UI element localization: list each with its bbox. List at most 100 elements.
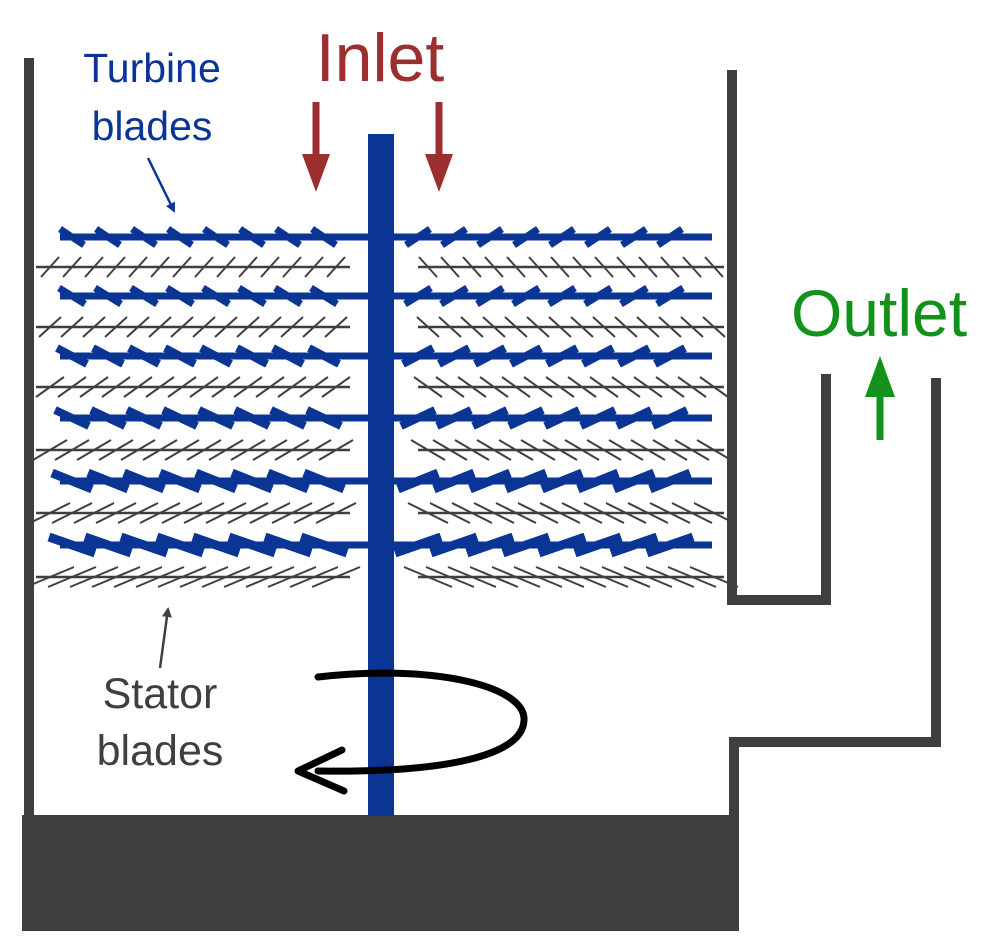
turbine-blade: [501, 532, 551, 558]
turbine-blade: [437, 344, 471, 368]
stator-blade: [696, 439, 732, 461]
stator-blade: [302, 316, 326, 338]
stator-blade: [616, 256, 636, 278]
stator-label-line2: blades: [97, 727, 224, 775]
stator-blade: [179, 566, 229, 588]
stator-blade: [35, 376, 65, 398]
turbine-blade: [620, 226, 648, 248]
turbine-blade: [307, 344, 341, 368]
turbine-blade: [648, 468, 692, 494]
stator-blade: [267, 566, 317, 588]
stator-blade: [592, 316, 616, 338]
turbine-blade: [504, 468, 548, 494]
turbine-blade: [512, 226, 540, 248]
stator-blade: [528, 256, 548, 278]
stator-blade: [145, 376, 175, 398]
stator-blade: [296, 439, 332, 461]
stator-blade: [658, 316, 682, 338]
stator-blade: [583, 502, 625, 524]
turbine-blade: [47, 532, 97, 558]
stator-blade: [123, 376, 153, 398]
turbine-blade: [473, 344, 507, 368]
stator-blade: [655, 376, 685, 398]
housing-base: [22, 815, 739, 931]
stator-blade: [311, 566, 361, 588]
stator-blade: [73, 502, 115, 524]
turbine-blade: [155, 532, 205, 558]
stator-blade: [567, 376, 597, 398]
stator-blade: [623, 566, 673, 588]
stator-blade: [227, 502, 269, 524]
turbine-blade: [227, 532, 277, 558]
turbine-label-pointer: [146, 157, 176, 213]
stator-blade: [84, 256, 104, 278]
turbine-blade: [617, 344, 651, 368]
turbine-blade: [83, 532, 133, 558]
turbine-blade: [266, 468, 310, 494]
turbine-blade: [476, 226, 504, 248]
stator-blade: [704, 256, 724, 278]
stator-blade: [435, 376, 465, 398]
stator-blade: [51, 502, 93, 524]
turbine-blade: [269, 406, 307, 430]
turbine-blades: [47, 226, 712, 558]
stator-blade: [189, 376, 219, 398]
stator-blade: [579, 566, 629, 588]
stator-blade: [95, 502, 137, 524]
turbine-shaft: [368, 134, 394, 816]
turbine-blade: [579, 406, 617, 430]
turbine-blade: [619, 285, 649, 307]
turbine-blade: [645, 532, 695, 558]
stator-blade: [161, 502, 203, 524]
turbine-blade: [230, 468, 274, 494]
stator-blade: [293, 502, 335, 524]
stator-blade: [277, 376, 307, 398]
stator-blade: [38, 316, 62, 338]
turbine-blade: [122, 468, 166, 494]
turbine-blade: [653, 344, 687, 368]
turbine-blade: [475, 285, 505, 307]
stator-blade: [638, 256, 658, 278]
turbine-blade: [163, 344, 197, 368]
stator-blade: [589, 376, 619, 398]
stator-blade: [54, 439, 90, 461]
stator-blade: [29, 502, 71, 524]
turbine-blade: [609, 532, 659, 558]
turbine-blade: [615, 406, 653, 430]
stator-blade: [139, 502, 181, 524]
stator-blade: [135, 566, 185, 588]
stator-blade: [440, 256, 460, 278]
turbine-blade: [129, 285, 159, 307]
rotation-arrow: [294, 669, 528, 795]
turbine-blade: [471, 406, 509, 430]
stator-label-line1: Stator: [103, 670, 218, 718]
turbine-blade: [238, 226, 266, 248]
stator-blade: [128, 256, 148, 278]
turbine-blade: [130, 226, 158, 248]
turbine-blade: [310, 226, 338, 248]
stator-blade: [245, 566, 295, 588]
inlet-arrows: [302, 102, 453, 192]
turbine-blade: [125, 406, 163, 430]
turbine-blade: [393, 532, 443, 558]
stator-blade: [223, 566, 273, 588]
stator-blade: [454, 439, 490, 461]
stator-blade: [214, 316, 238, 338]
stator-blade: [410, 439, 446, 461]
turbine-blade: [401, 344, 435, 368]
stator-blade: [249, 502, 291, 524]
stator-blade: [101, 376, 131, 398]
stator-blade: [233, 376, 263, 398]
turbine-blade: [651, 406, 689, 430]
stator-blade: [201, 566, 251, 588]
turbine-blade: [199, 344, 233, 368]
stator-blade: [649, 502, 691, 524]
stator-blade: [120, 439, 156, 461]
turbine-blade: [543, 406, 581, 430]
turbine-label-line1: Turbine: [83, 45, 221, 91]
stator-blade: [148, 316, 172, 338]
turbine-blade: [299, 532, 349, 558]
turbine-blade: [58, 226, 86, 248]
turbine-blade: [57, 285, 87, 307]
stator-blade: [506, 256, 526, 278]
